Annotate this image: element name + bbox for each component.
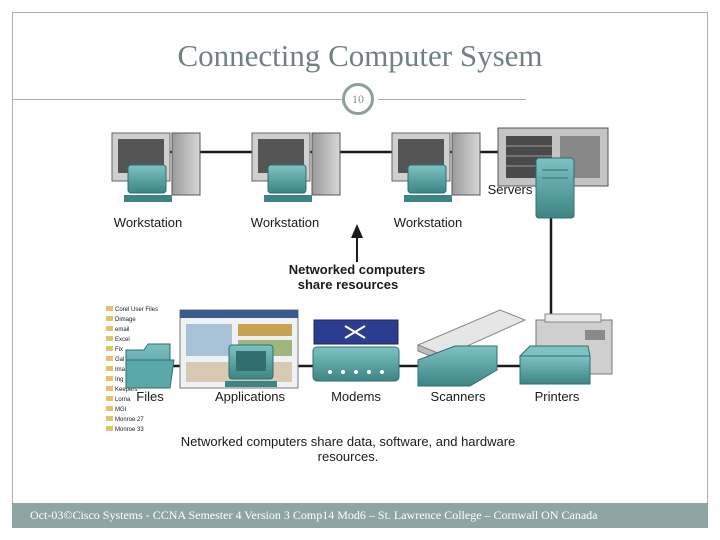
- file-list-item: Dimage: [115, 317, 136, 323]
- folder-icon: [106, 406, 113, 411]
- file-list-item: Ima: [115, 367, 126, 373]
- file-list: Corel User Files Dimage email Excel Fix …: [106, 306, 158, 433]
- scanners-label: Scanners: [431, 389, 486, 404]
- workstation-icon: [251, 132, 341, 202]
- caption-line-2: resources.: [318, 449, 379, 464]
- server-rack-icon: [497, 127, 609, 187]
- folder-icon: [106, 346, 113, 351]
- files-folder-icon: [125, 343, 175, 389]
- title-rule-right: [378, 99, 526, 100]
- center-label-line-1: Networked computers: [289, 262, 426, 277]
- folder-icon: [106, 426, 113, 431]
- folder-icon: [106, 326, 113, 331]
- applications-label: Applications: [215, 389, 286, 404]
- file-list-item: Monroe 27: [115, 417, 144, 423]
- folder-icon: [106, 356, 113, 361]
- server-tower-icon: [535, 157, 575, 219]
- slide-number: 10: [342, 83, 374, 115]
- file-list-item: Excel: [115, 337, 130, 343]
- workstation-label: Workstation: [114, 215, 182, 230]
- footer-bar: [12, 503, 708, 528]
- file-list-item: Fix: [115, 347, 123, 353]
- folder-icon: [106, 336, 113, 341]
- file-list-item: MGI: [115, 407, 127, 413]
- workstation-label: Workstation: [251, 215, 319, 230]
- caption-line-1: Networked computers share data, software…: [181, 434, 516, 449]
- file-list-item: Monroe 33: [115, 427, 144, 433]
- file-list-item: Keepers: [115, 387, 137, 393]
- folder-icon: [106, 416, 113, 421]
- folder-icon: [106, 366, 113, 371]
- workstation-label: Workstation: [394, 215, 462, 230]
- scanner-icon: [417, 345, 498, 387]
- file-list-item: Gal: [115, 357, 124, 363]
- router-icon: [313, 319, 399, 345]
- up-arrow-icon: [351, 224, 363, 262]
- center-label-line-2: share resources: [298, 277, 398, 292]
- folder-icon: [106, 306, 113, 311]
- slide-title: Connecting Computer Sysem: [177, 38, 543, 73]
- file-list-item: Lorna: [115, 397, 131, 403]
- folder-icon: [106, 396, 113, 401]
- files-label: Files: [136, 389, 164, 404]
- application-monitor-icon: [225, 344, 277, 387]
- folder-icon: [106, 386, 113, 391]
- folder-icon: [106, 376, 113, 381]
- modems-label: Modems: [331, 389, 381, 404]
- workstation-icon: [391, 132, 481, 202]
- folder-icon: [106, 316, 113, 321]
- footer-text: Oct-03©Cisco Systems - CCNA Semester 4 V…: [30, 508, 598, 522]
- printers-label: Printers: [535, 389, 580, 404]
- modem-icon: [312, 346, 400, 382]
- file-list-item: email: [115, 327, 129, 333]
- title-rule-left: [12, 99, 342, 100]
- file-list-item: Corel User Files: [115, 307, 158, 313]
- workstation-icon: [111, 132, 201, 202]
- printer-icon: [518, 345, 591, 385]
- servers-label: Servers: [488, 182, 533, 197]
- file-list-item: Ing: [115, 377, 123, 383]
